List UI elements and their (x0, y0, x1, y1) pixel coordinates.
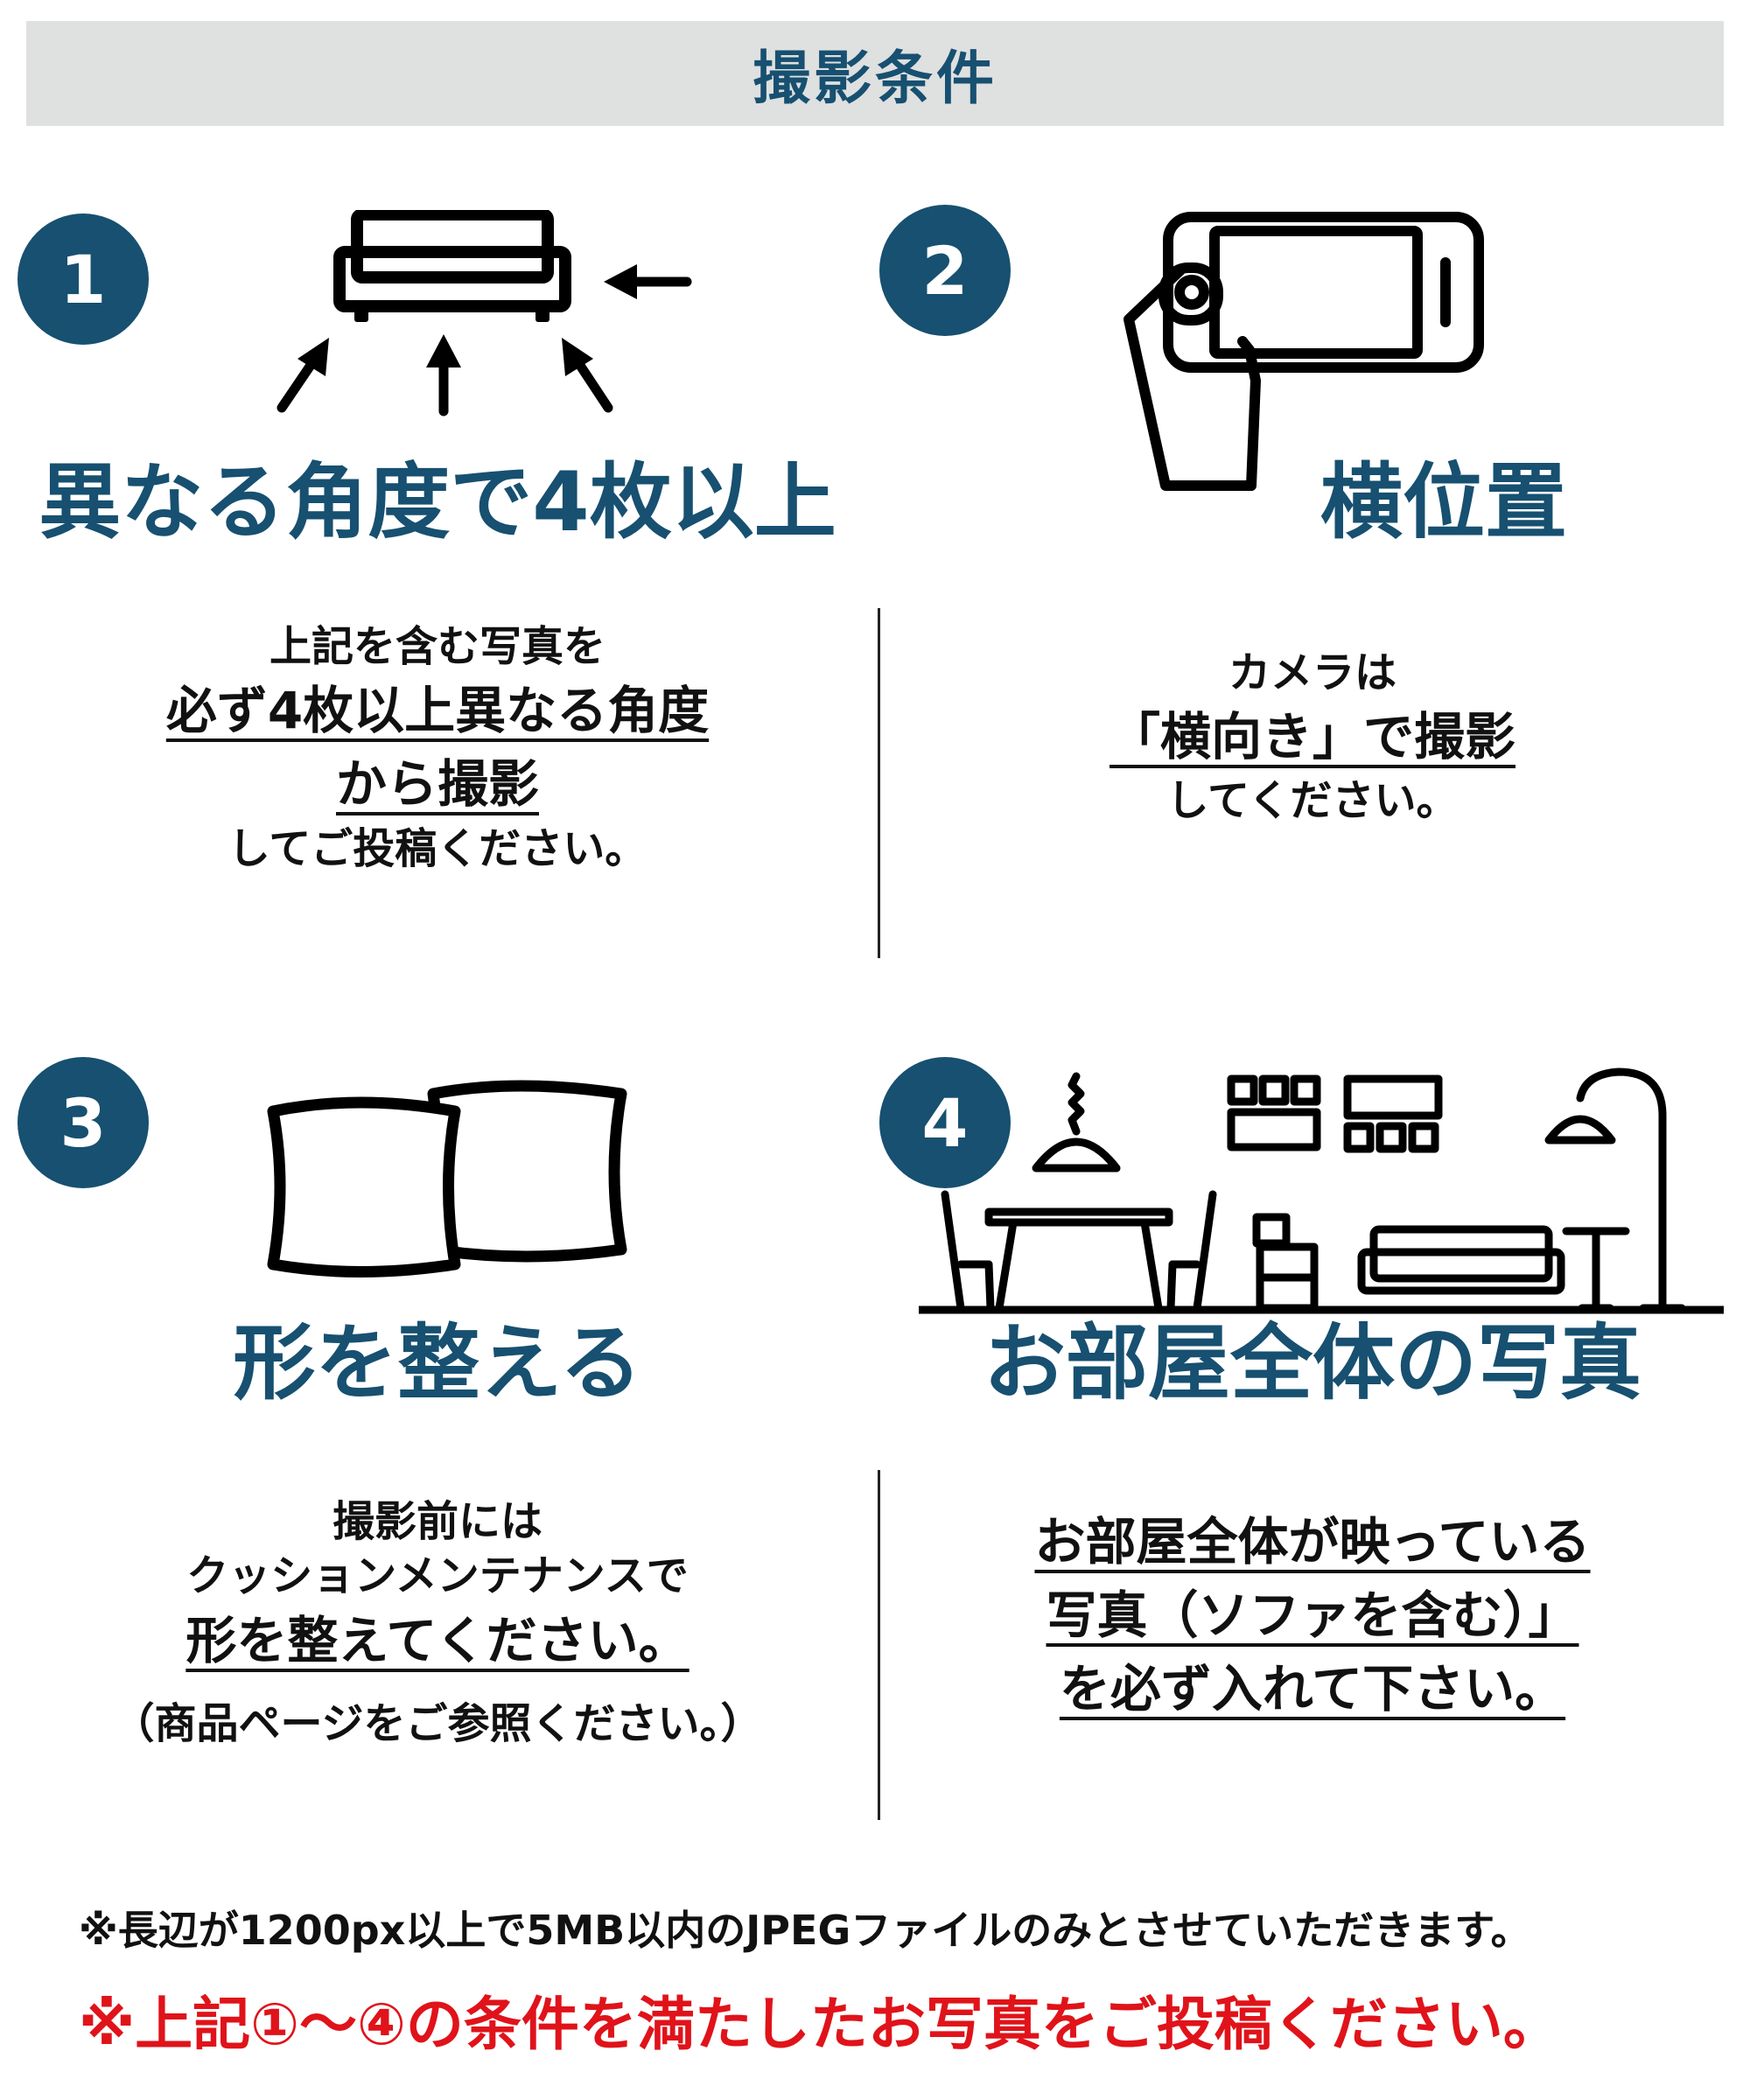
section-1-line-4: してご投稿ください。 (228, 823, 648, 873)
sofa-arrows-icon (276, 210, 692, 416)
page-title: 撮影条件 (752, 45, 998, 112)
warning-note: ※上記①～④の条件を満たしたお写真をご投稿ください。 (79, 1991, 1561, 2058)
step-badge-1: 1 (18, 214, 149, 345)
section-4-line-3: を必ず入れて下さい。 (1059, 1659, 1566, 1719)
section-4-line-1: お部屋全体が映っている (1034, 1512, 1591, 1572)
divider-top (878, 608, 880, 958)
section-4-description: お部屋全体が映っている 写真（ソファを含む）」 を必ず入れて下さい。 (875, 1505, 1750, 1726)
section-3-description: 撮影前には クッションメンテナンスで 形を整えてください。 （商品ページをご参照… (0, 1494, 875, 1751)
section-3-line-2: クッションメンテナンスで (186, 1551, 689, 1601)
section-2-line-2: 「横向き」で撮影 (1109, 707, 1516, 767)
section-2-description: カメラは 「横向き」で撮影 してください。 (875, 646, 1750, 829)
section-2-line-1: カメラは (1228, 648, 1396, 697)
divider-bottom (878, 1470, 880, 1820)
step-badge-3: 3 (18, 1057, 149, 1188)
section-4-line-2: 写真（ソファを含む）」 (1046, 1586, 1579, 1646)
section-3-line-1: 撮影前には (332, 1497, 542, 1546)
step-badge-4: 4 (879, 1057, 1011, 1188)
section-1-title: 異なる角度で4枚以上 (38, 455, 836, 550)
section-2-line-3: してください。 (1166, 776, 1459, 826)
section-3-line-4: （商品ページをご参照ください。） (112, 1698, 763, 1748)
hand-phone-icon (1124, 212, 1484, 491)
requirement-note: ※長辺が1200px以上で5MB以内のJPEGファイルのみとさせていただきます。 (79, 1907, 1531, 1954)
section-3-title: 形を整える (233, 1316, 642, 1411)
section-3-line-3: 形を整えてください。 (186, 1610, 690, 1670)
header-bar: 撮影条件 (26, 21, 1724, 126)
section-2-title: 横位置 (1320, 455, 1567, 550)
section-1-line-3: から撮影 (335, 754, 539, 815)
section-1-description: 上記を含む写真を 必ず4枚以上異なる角度 から撮影 してご投稿ください。 (0, 620, 875, 876)
section-1-line-2: 必ず4枚以上異なる角度 (165, 681, 710, 741)
room-interior-icon (919, 1068, 1724, 1314)
section-4-title: お部屋全体の写真 (983, 1316, 1642, 1411)
step-badge-2: 2 (879, 205, 1011, 336)
cushions-icon (267, 1080, 627, 1278)
section-1-line-1: 上記を含む写真を (269, 622, 606, 671)
